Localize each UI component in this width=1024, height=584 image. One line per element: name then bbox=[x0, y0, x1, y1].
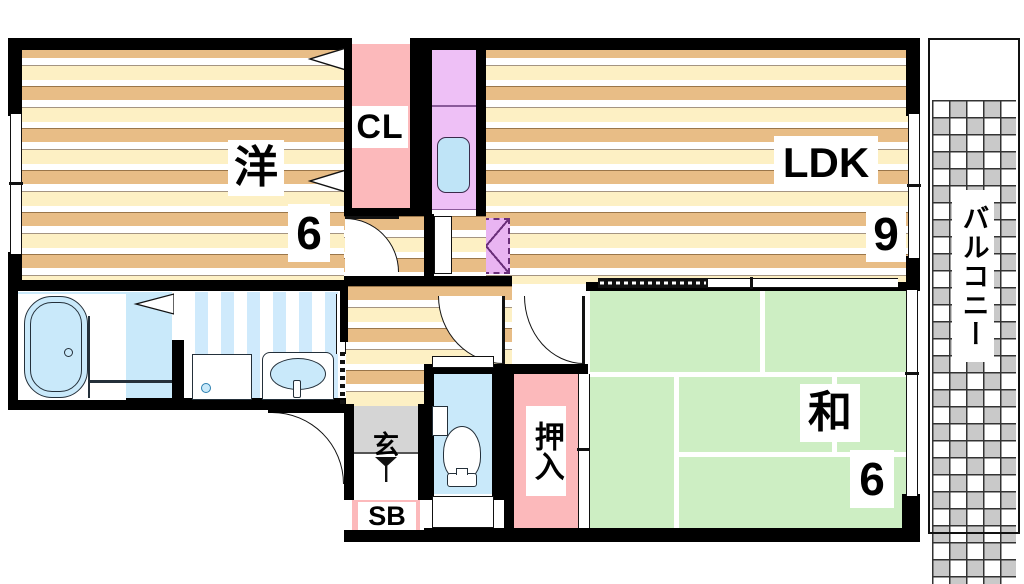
wall-ldk-right-lower bbox=[906, 256, 920, 288]
tatami-seam-h2 bbox=[678, 452, 910, 457]
wall-bottom-toilet bbox=[424, 528, 512, 542]
label-shoebox: SB bbox=[358, 502, 416, 530]
wall-left-upper bbox=[8, 38, 22, 116]
label-japanese-room: 和 bbox=[800, 384, 860, 442]
window-mullion bbox=[9, 182, 23, 185]
bathroom-floor-edge bbox=[88, 316, 90, 398]
tatami-seam-v2 bbox=[674, 372, 679, 530]
label-oshiire: 押入 bbox=[526, 406, 566, 496]
fusuma-mullion bbox=[750, 277, 753, 289]
sliding-door-marker-mid[interactable] bbox=[306, 168, 347, 194]
wall-hall-left-upper bbox=[340, 284, 348, 342]
bathtub-inner bbox=[30, 302, 82, 392]
wall-ldk-right-upper bbox=[906, 38, 920, 116]
genkan-direction-marker bbox=[374, 456, 398, 482]
wall-cl-left bbox=[344, 38, 352, 216]
toilet-seat-notch bbox=[456, 468, 468, 475]
door-entrance[interactable] bbox=[272, 412, 344, 484]
toilet-door-sill[interactable] bbox=[432, 356, 494, 368]
bathroom-ledge bbox=[88, 380, 172, 383]
wall-bottom-sb bbox=[344, 530, 428, 542]
tatami-seam-h1 bbox=[590, 372, 910, 377]
wall-bath-bottom bbox=[8, 398, 188, 410]
kitchen-counter-upper bbox=[430, 44, 478, 106]
window-tatami-mullion bbox=[905, 372, 919, 375]
wall-oshiire-left bbox=[504, 368, 514, 530]
toilet-tank bbox=[432, 406, 448, 436]
wall-hall-top bbox=[344, 276, 512, 286]
label-ldk: LDK bbox=[774, 136, 878, 190]
wall-toilet-left bbox=[424, 368, 434, 500]
label-japanese-room-size: 6 bbox=[850, 450, 894, 508]
genkan-step-edge bbox=[352, 452, 420, 454]
wall-toilet-right bbox=[492, 368, 504, 500]
label-western-room-size: 6 bbox=[288, 204, 330, 262]
washroom-hall-divider bbox=[340, 352, 345, 404]
wall-oshiire-top bbox=[504, 364, 588, 374]
wall-bath-left bbox=[8, 288, 18, 408]
fusuma-track[interactable] bbox=[708, 278, 898, 288]
label-balcony: バルコニー bbox=[952, 190, 994, 362]
wall-genkan-left bbox=[344, 404, 354, 500]
window-ldk-mullion bbox=[907, 184, 921, 187]
tatami-seam-v1 bbox=[760, 290, 765, 374]
bathroom-door-marker[interactable] bbox=[132, 292, 175, 316]
wall-kitchen-right bbox=[476, 38, 486, 216]
wall-genkan-right bbox=[418, 404, 428, 500]
wall-hall-stub bbox=[424, 214, 434, 276]
door-western-leaf bbox=[345, 216, 399, 219]
sliding-door-marker-top[interactable] bbox=[306, 46, 347, 72]
door-toilet-leaf bbox=[502, 296, 505, 364]
toilet-seat bbox=[447, 473, 477, 487]
balcony-area bbox=[932, 100, 1016, 584]
oshiire-door-mullion bbox=[577, 448, 591, 451]
wall-washroom-left bbox=[172, 340, 184, 410]
wall-toilet-top bbox=[424, 364, 504, 374]
washing-machine-drain bbox=[201, 383, 211, 393]
bathtub-drain bbox=[64, 348, 73, 357]
oshiire-sliding-door[interactable] bbox=[578, 374, 590, 528]
door-japanese-room[interactable] bbox=[524, 296, 584, 364]
wall-bottom-western bbox=[8, 280, 348, 291]
wall-left-lower bbox=[8, 252, 22, 288]
wall-bottom-tatami bbox=[586, 528, 920, 542]
fusuma-ldk-tatami[interactable] bbox=[598, 278, 708, 288]
balcony-outer-frame bbox=[928, 38, 1020, 534]
wall-top-left bbox=[8, 38, 348, 50]
label-western-room: 洋 bbox=[228, 140, 284, 196]
label-ldk-size: 9 bbox=[866, 206, 906, 262]
wall-top-right bbox=[424, 38, 920, 50]
label-closet: CL bbox=[352, 106, 408, 148]
wall-kitchen-left bbox=[424, 38, 432, 216]
window-tatami-balcony[interactable] bbox=[906, 290, 918, 496]
wall-cl-bottom bbox=[344, 208, 424, 218]
door-japanese-leaf bbox=[582, 296, 585, 364]
toilet-lower-pad bbox=[432, 496, 494, 528]
kitchen-sink bbox=[437, 137, 470, 193]
wash-basin-tap bbox=[293, 380, 301, 398]
wall-entrance-threshold bbox=[268, 404, 348, 413]
washing-machine-pan bbox=[192, 354, 252, 400]
hall-door-gap bbox=[434, 216, 452, 274]
wall-cl-right bbox=[410, 38, 424, 216]
label-genkan: 玄 bbox=[372, 430, 399, 460]
wall-bottom-oshiire bbox=[504, 528, 596, 542]
